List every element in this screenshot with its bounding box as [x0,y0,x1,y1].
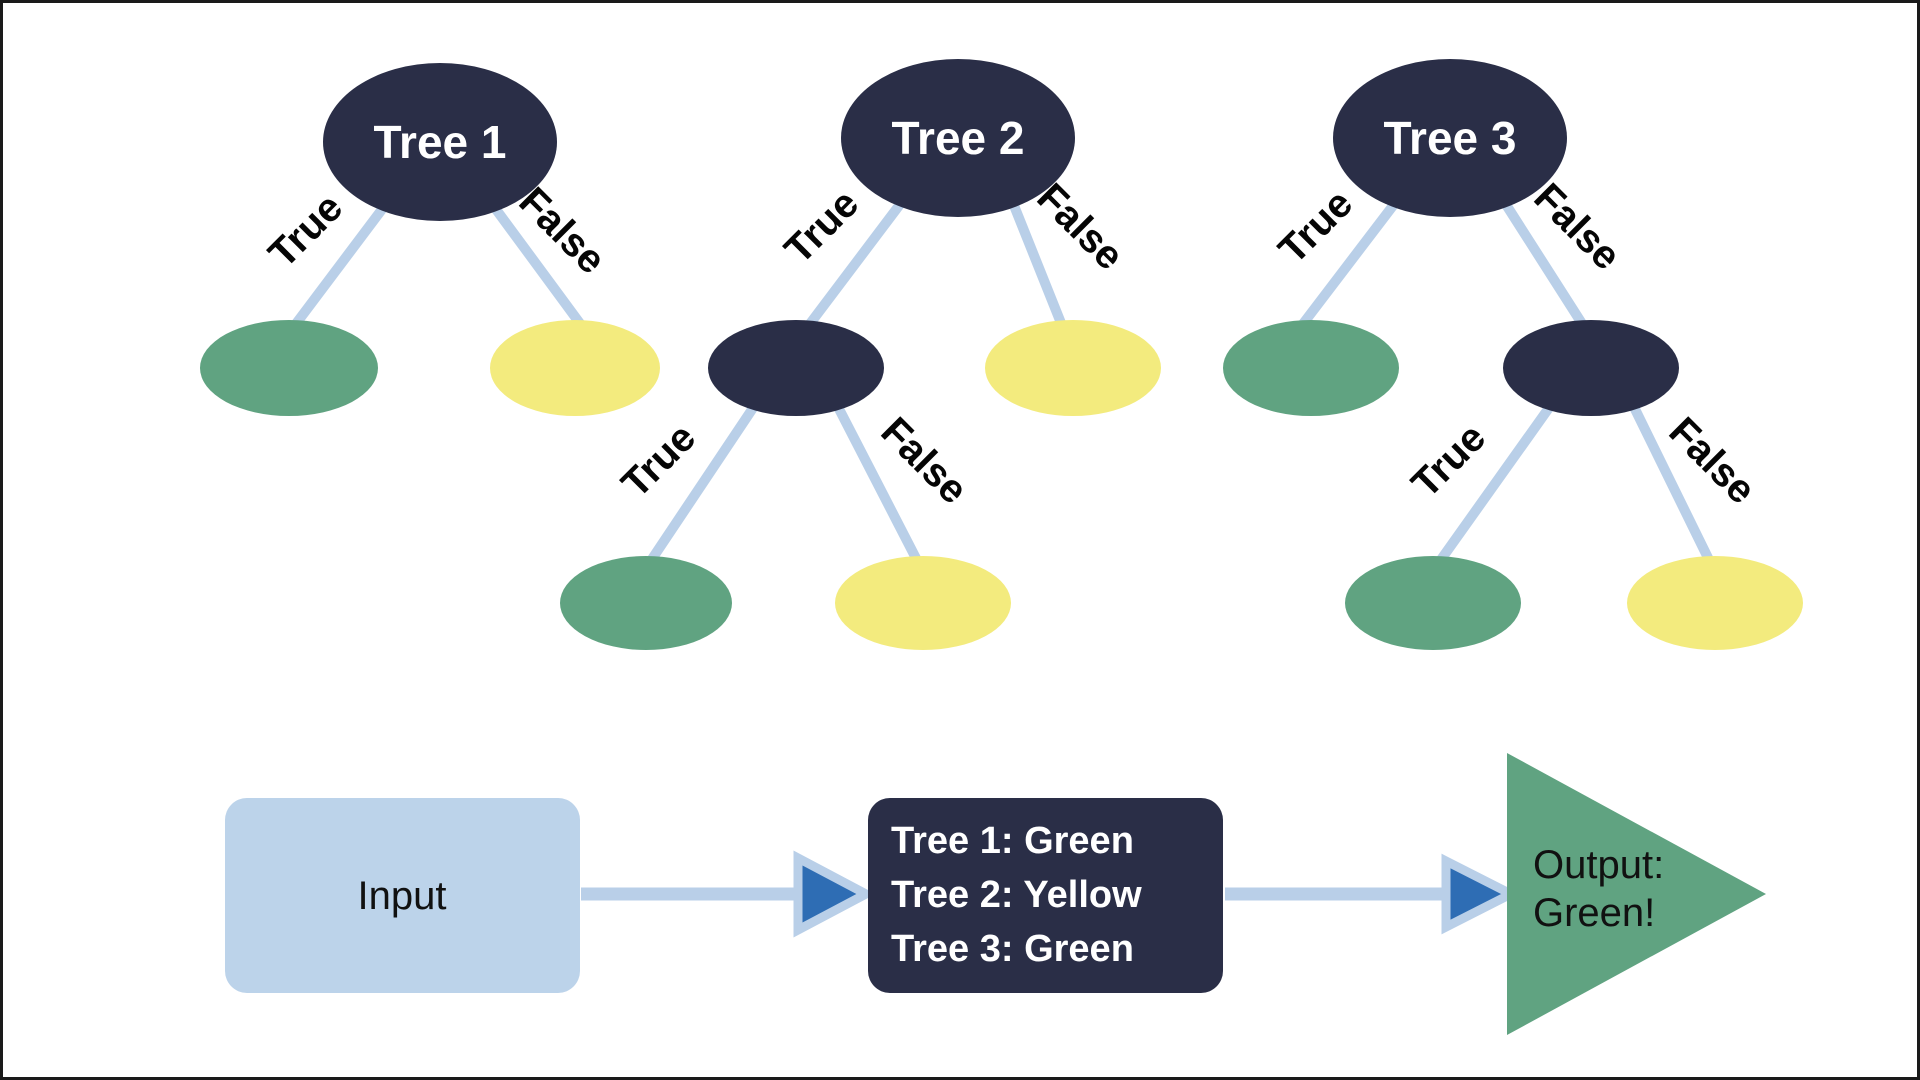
tree-3-sub-edge-label-true: True [1403,415,1494,506]
arrow1-triangle-right-icon [793,850,876,938]
tree-1-root-label: Tree 1 [374,116,507,168]
tree-2-edge-true [798,198,906,338]
tree-1-edge-true [284,203,388,338]
votes-box[interactable] [868,798,1223,993]
votes-line-3: Tree 3: Green [891,928,1134,970]
input-to-votes-arrow [581,850,876,938]
tree-3-internal-node[interactable] [1503,320,1679,416]
votes-line-1: Tree 1: Green [891,820,1134,862]
tree-2-leaf-yellow[interactable] [985,320,1161,416]
tree-1-leaf-yellow[interactable] [490,320,660,416]
tree-3-sub-leaf-green[interactable] [1345,556,1521,650]
output-triangle-right-icon[interactable] [1507,753,1766,1035]
tree-1-root-node[interactable] [323,63,557,221]
tree-3-root-label: Tree 3 [1384,112,1517,164]
tree-3-leaf-green[interactable] [1223,320,1399,416]
tree-1-edge-false [490,203,592,338]
votes-line-2: Tree 2: Yellow [891,874,1142,916]
tree-2-sub-edge-false [832,400,926,573]
votes-to-output-arrow [1225,853,1521,935]
flow-group: Input Tree 1: Green Tree 2: Yellow Tree … [225,753,1766,1035]
input-box[interactable] [225,798,580,993]
tree-3-root-node[interactable] [1333,59,1567,217]
tree-3-sub-edge-false [1628,400,1718,573]
tree-3-edge-false [1500,198,1593,338]
tree-2-sub-leaf-yellow[interactable] [835,556,1011,650]
tree-2-edge-label-false: False [1028,175,1131,278]
tree-3-sub-edge-true [1430,400,1556,573]
tree-3-sub-leaf-yellow[interactable] [1627,556,1803,650]
tree-3-edge-true [1291,198,1400,338]
tree-1-edge-label-false: False [510,179,613,282]
tree-1-leaf-green[interactable] [200,320,378,416]
tree-2-sub-edge-true [641,400,760,573]
output-label-line-1: Output: [1533,843,1664,887]
tree-2-root-label: Tree 2 [892,112,1025,164]
tree-2-edge-false [1008,198,1070,338]
input-box-label: Input [358,874,447,918]
random-forest-diagram: Tree 1 True False Tree 2 True False True… [200,59,1803,1035]
tree-2-internal-node[interactable] [708,320,884,416]
tree-2-sub-leaf-green[interactable] [560,556,732,650]
tree-2-root-node[interactable] [841,59,1075,217]
tree-1-group: Tree 1 True False [200,63,660,416]
tree-2-group: Tree 2 True False True False [560,59,1161,650]
arrow2-triangle-right-icon [1441,853,1521,935]
tree-3-group: Tree 3 True False True False [1223,59,1803,650]
output-label-line-2: Green! [1533,891,1655,935]
